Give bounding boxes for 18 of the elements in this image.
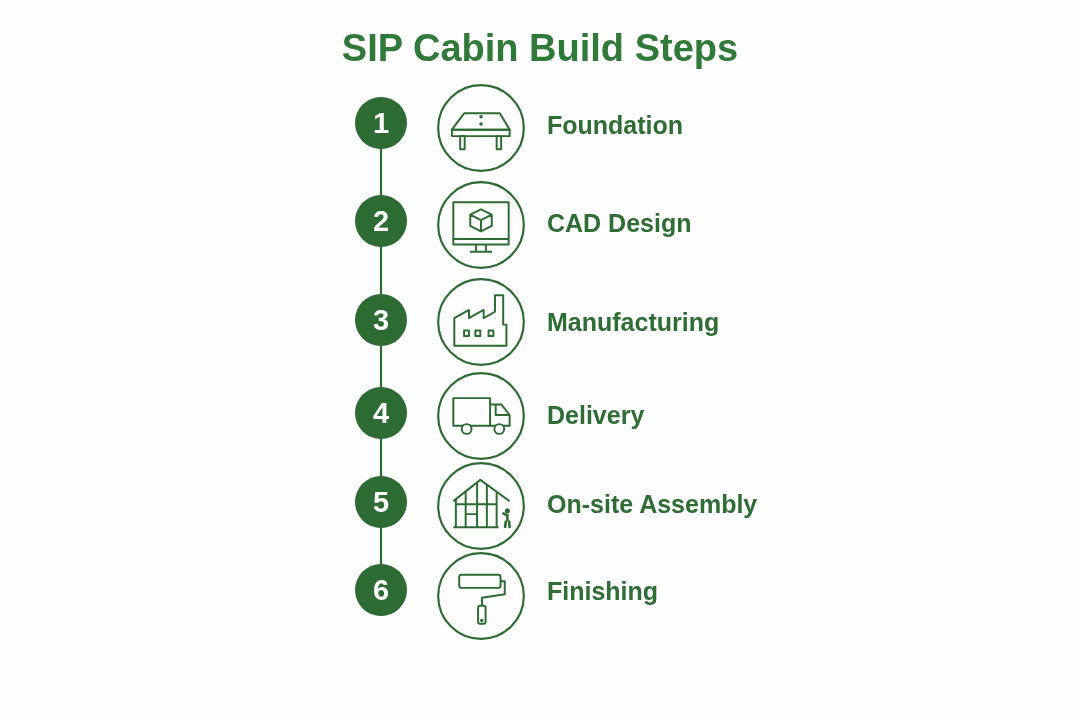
step-label: Foundation [547, 110, 684, 140]
connector-line [379, 439, 383, 476]
step-number: 2 [355, 195, 407, 247]
step-number: 6 [355, 564, 407, 616]
step-number: 4 [355, 387, 407, 439]
step-number: 3 [355, 294, 407, 346]
connector-line [379, 247, 383, 294]
connector-line [379, 346, 383, 387]
step-number: 1 [355, 97, 407, 149]
diagram-title: SIP Cabin Build Steps [341, 26, 739, 71]
step-label: Delivery [547, 400, 645, 430]
step-label: Finishing [547, 576, 659, 606]
step-label: Manufacturing [547, 307, 720, 337]
connector-line [379, 528, 383, 564]
step-label: CAD Design [547, 208, 692, 238]
connector-line [379, 149, 383, 195]
step-number: 5 [355, 476, 407, 528]
step-label: On-site Assembly [547, 489, 758, 519]
